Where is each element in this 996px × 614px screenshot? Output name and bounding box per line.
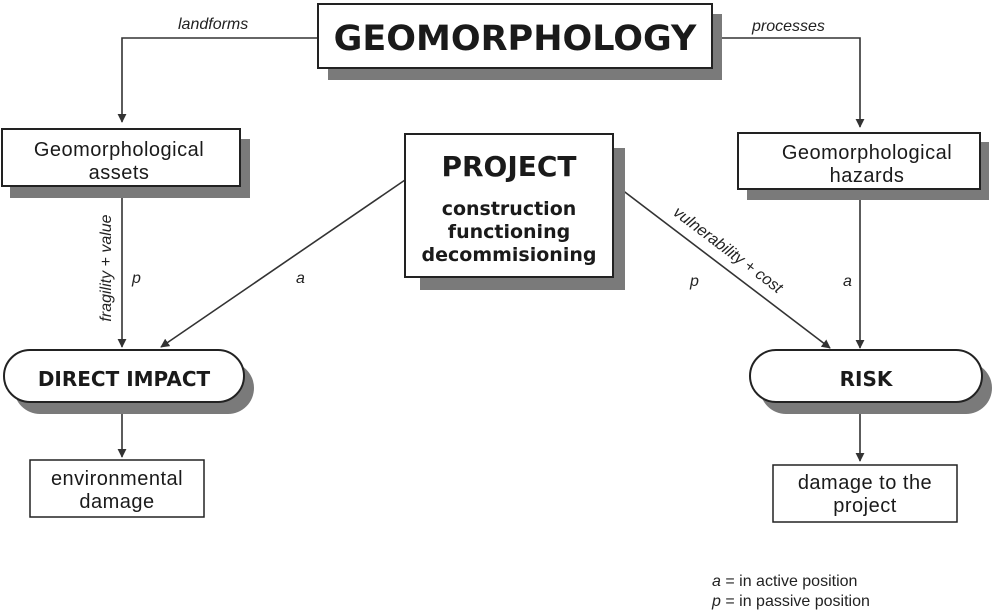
arrow-geomorphology-to-hazards [712, 37, 865, 128]
edge-label-a-left: a [296, 270, 305, 287]
legend-active: a = in active position [712, 573, 857, 590]
hazards-node: Geomorphological hazards [737, 132, 989, 200]
direct-impact-label: DIRECT IMPACT [38, 367, 211, 391]
edge-label-fragility-value: fragility + value [98, 214, 115, 321]
edge-label-a-right: a [843, 273, 852, 290]
legend-active-symbol: a [712, 573, 721, 590]
environmental-damage-line1: environmental [51, 468, 183, 490]
damage-to-project-line2: project [833, 495, 897, 517]
legend-passive-text: = in passive position [721, 593, 870, 610]
project-title: PROJECT [441, 150, 576, 183]
damage-to-project-line1: damage to the [798, 472, 932, 494]
damage-to-project-node: damage to the project [772, 464, 958, 523]
edge-label-p-right: p [689, 273, 699, 290]
arrow-geomorphology-to-assets [117, 37, 318, 123]
legend-passive-symbol: p [711, 593, 721, 610]
risk-label: RISK [840, 367, 894, 391]
hazards-label-line2: hazards [830, 165, 905, 187]
legend: a = in active position p = in passive po… [711, 573, 870, 610]
hazards-label-line1: Geomorphological [782, 142, 952, 164]
edge-label-p-left: p [131, 270, 141, 287]
project-phase-construction: construction [442, 198, 577, 220]
connectors [117, 37, 865, 462]
geomorphology-node: GEOMORPHOLOGY [317, 3, 722, 80]
edge-label-vulnerability-cost: vulnerability + cost [670, 204, 786, 297]
environmental-damage-line2: damage [79, 491, 154, 513]
arrow-project-to-risk [612, 182, 831, 349]
legend-passive: p = in passive position [711, 593, 870, 610]
environmental-damage-node: environmental damage [29, 459, 205, 518]
edge-label-processes: processes [751, 18, 825, 35]
geomorphology-label: GEOMORPHOLOGY [334, 19, 697, 59]
arrow-project-to-direct-impact [160, 179, 406, 348]
legend-active-text: = in active position [721, 573, 858, 590]
project-phase-decommissioning: decommisioning [422, 244, 597, 266]
assets-label-line1: Geomorphological [34, 139, 204, 161]
edge-label-landforms: landforms [178, 16, 248, 33]
risk-node: RISK [749, 349, 992, 414]
direct-impact-node: DIRECT IMPACT [3, 349, 254, 414]
assets-node: Geomorphological assets [1, 128, 250, 198]
project-node: PROJECT construction functioning decommi… [404, 133, 625, 290]
assets-label-line2: assets [89, 162, 150, 184]
project-phase-functioning: functioning [448, 221, 570, 243]
